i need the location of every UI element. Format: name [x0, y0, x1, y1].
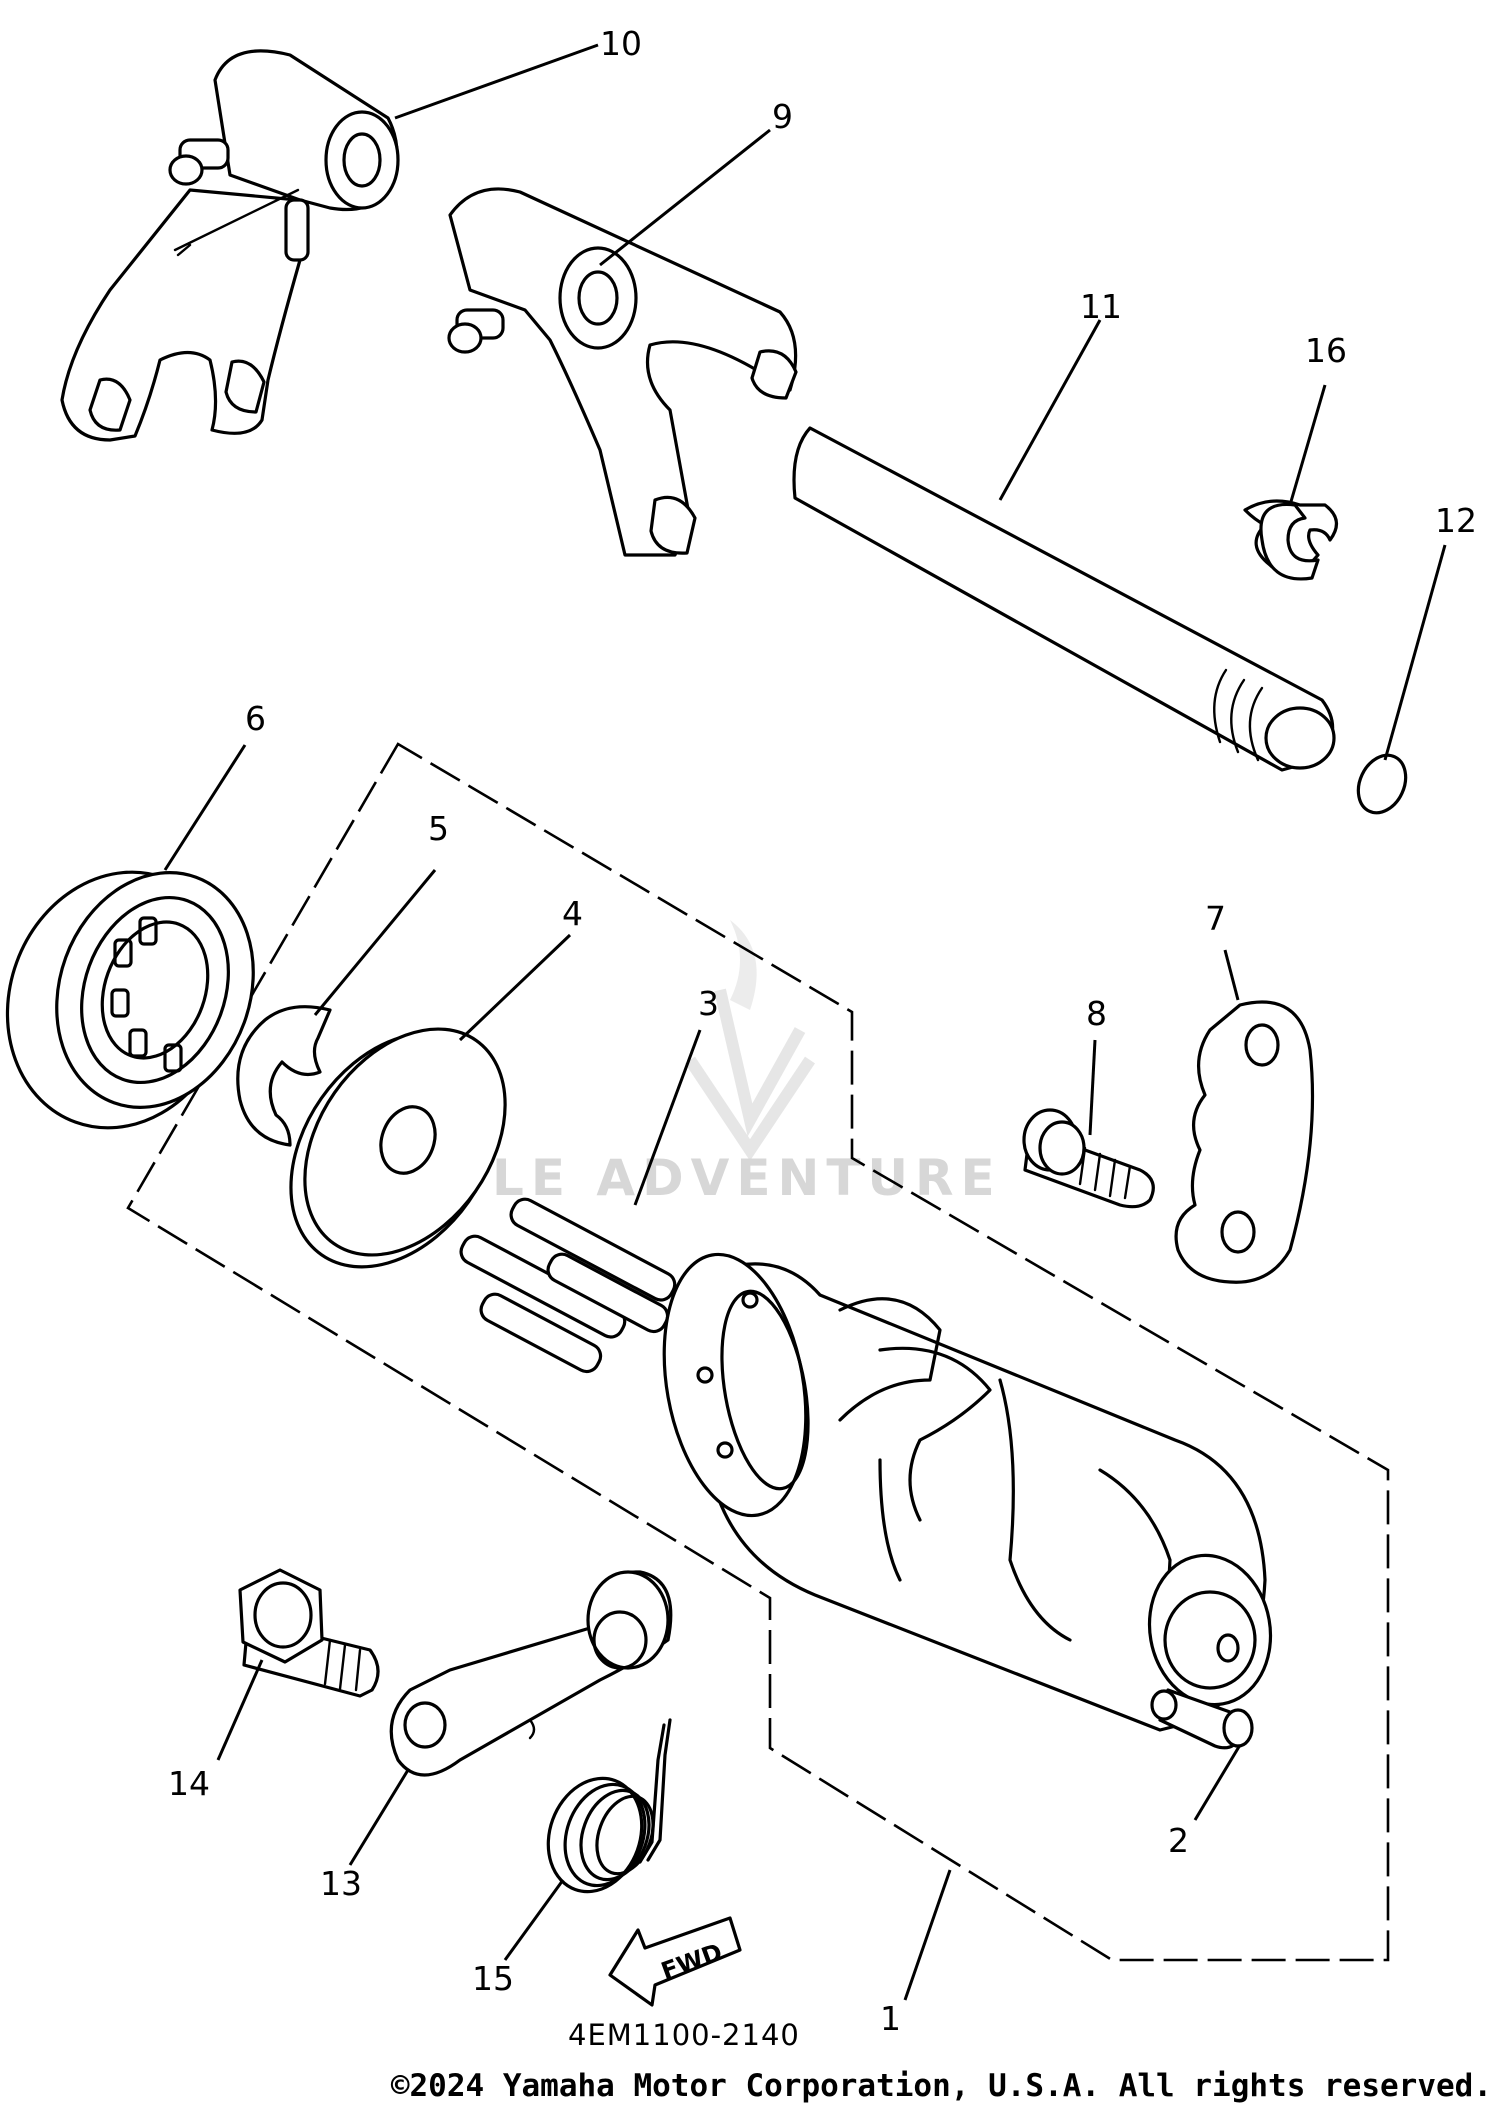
copyright-notice: ©2024 Yamaha Motor Corporation, U.S.A. A… — [0, 2068, 1500, 2104]
spring-15[interactable] — [533, 1718, 672, 1905]
stopper-plate-7[interactable] — [1174, 1000, 1315, 1284]
callout-4: 4 — [562, 894, 583, 933]
callout-numbers: 10 9 11 16 12 6 5 4 3 8 7 14 13 15 2 1 — [168, 24, 1477, 2038]
watermark-text: LE ADVENTURE — [492, 1149, 1002, 1207]
callout-9: 9 — [772, 97, 793, 136]
circlip-5[interactable] — [236, 1005, 332, 1147]
shift-fork-9[interactable] — [447, 187, 798, 557]
shift-fork-10[interactable] — [60, 49, 400, 442]
shift-cam-1[interactable] — [645, 1243, 1282, 1732]
callout-8: 8 — [1086, 994, 1107, 1033]
callout-12: 12 — [1435, 501, 1477, 540]
copyright-text: ©2024 Yamaha Motor Corporation, U.S.A. A… — [390, 2068, 1492, 2104]
pin-2[interactable] — [1150, 1688, 1254, 1750]
callout-14: 14 — [168, 1764, 210, 1803]
assembly-boundary — [126, 742, 1390, 1962]
washer-4[interactable] — [248, 991, 547, 1306]
callout-15: 15 — [472, 1959, 514, 1998]
circlip-16-body — [1259, 502, 1320, 581]
bearing-6[interactable] — [0, 840, 285, 1160]
callout-2: 2 — [1168, 1821, 1189, 1860]
pins-3[interactable] — [457, 1195, 679, 1376]
bolt-14[interactable] — [238, 1568, 380, 1698]
callout-3: 3 — [698, 984, 719, 1023]
callout-leaders — [163, 43, 1447, 2001]
stopper-lever-13[interactable] — [389, 1570, 673, 1777]
callout-6: 6 — [245, 699, 266, 738]
callout-7: 7 — [1205, 899, 1226, 938]
callout-11: 11 — [1080, 287, 1122, 326]
watermark-logo-icon — [685, 920, 815, 1161]
shift-fork-shaft-11[interactable] — [792, 426, 1336, 772]
o-ring-12[interactable] — [1349, 748, 1414, 821]
callout-10: 10 — [600, 24, 642, 63]
callout-1: 1 — [880, 1999, 901, 2038]
callout-13: 13 — [320, 1864, 362, 1903]
fwd-arrow-icon: FWD — [608, 1916, 742, 2007]
diagram-code: 4EM1100-2140 — [568, 2018, 800, 2052]
screw-8[interactable] — [1022, 1108, 1155, 1209]
callout-16: 16 — [1305, 331, 1347, 370]
callout-5: 5 — [428, 809, 449, 848]
